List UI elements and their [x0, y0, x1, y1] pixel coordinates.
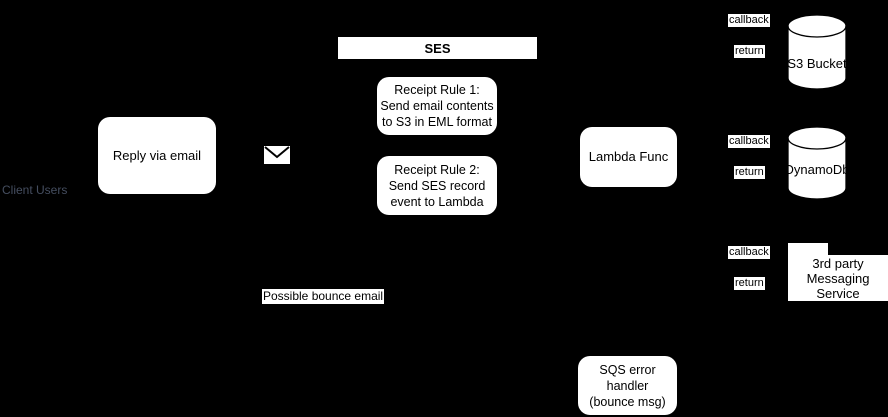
reply-via-email-label: Reply via email [112, 147, 202, 163]
dynamodb-node: DynamoDb [784, 126, 850, 200]
receipt-rule-1-node: Receipt Rule 1: Send email contents to S… [377, 77, 497, 135]
third-party-label: 3rd party Messaging Service [806, 255, 870, 301]
dynamodb-label: DynamoDb [784, 162, 850, 177]
reply-via-email-node: Reply via email [98, 117, 216, 194]
return-label-third-party: return [734, 277, 765, 290]
receipt-rule-1-label: Receipt Rule 1: Send email contents to S… [380, 83, 494, 129]
client-users-label: Client Users [2, 183, 68, 197]
envelope-icon [264, 146, 290, 164]
ses-title-label: SES [424, 40, 451, 56]
ses-container-title: SES [338, 37, 537, 59]
lambda-func-label: Lambda Func [588, 149, 669, 164]
lambda-func-node: Lambda Func [580, 127, 677, 187]
s3-bucket-label: S3 Bucket [787, 56, 847, 71]
s3-bucket-node: S3 Bucket [787, 14, 847, 90]
callback-label-third-party: callback [728, 246, 770, 259]
third-party-node-tab [788, 243, 828, 256]
third-party-node: 3rd party Messaging Service [788, 255, 888, 301]
receipt-rule-2-node: Receipt Rule 2: Send SES record event to… [377, 156, 497, 215]
sqs-error-handler-node: SQS error handler (bounce msg) [578, 356, 677, 415]
receipt-rule-2-label: Receipt Rule 2: Send SES record event to… [388, 162, 486, 209]
callback-label-s3: callback [728, 14, 770, 27]
return-label-dynamodb: return [734, 166, 765, 179]
return-label-s3: return [734, 45, 765, 58]
possible-bounce-email-label: Possible bounce email [262, 289, 385, 304]
sqs-error-handler-label: SQS error handler (bounce msg) [589, 362, 666, 409]
callback-label-dynamodb: callback [728, 135, 770, 148]
